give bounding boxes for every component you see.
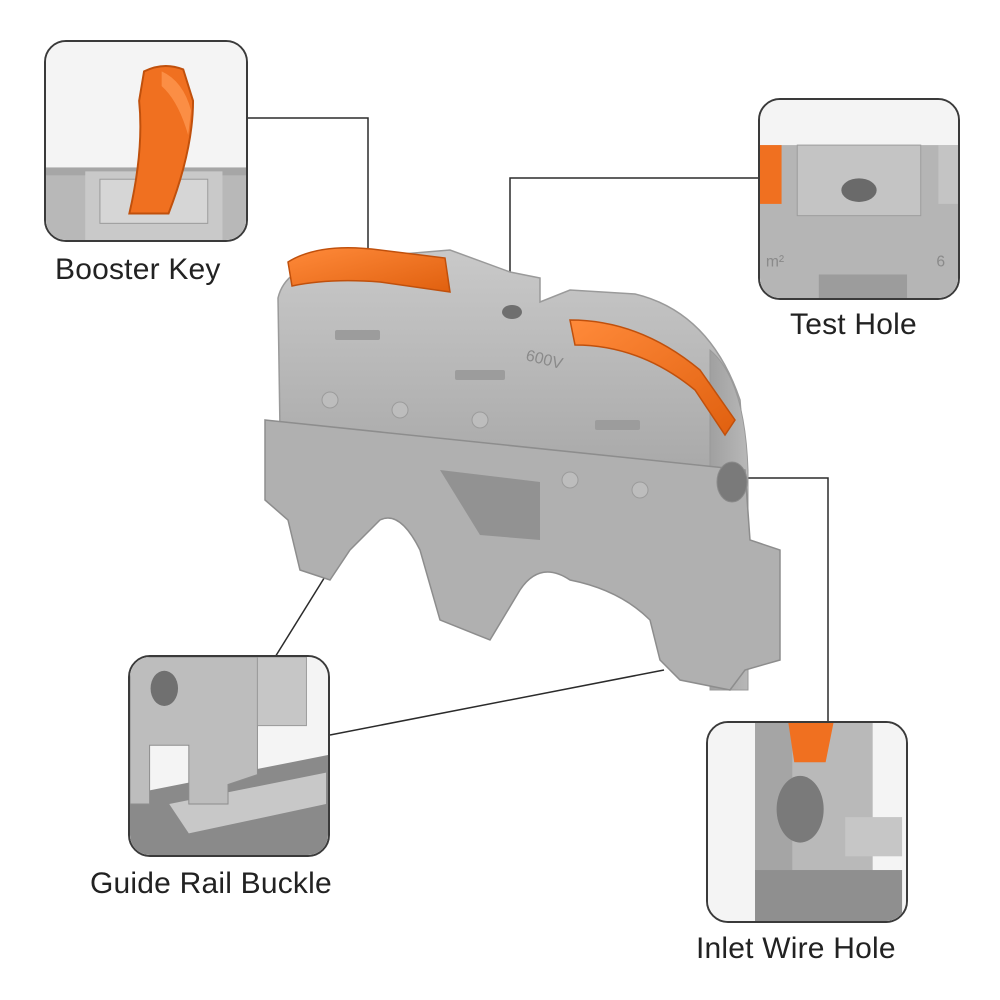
booster-key-closeup-icon <box>46 42 246 240</box>
rivet-2 <box>391 401 409 419</box>
inlet-wire-hole-callout <box>706 721 908 923</box>
inlet-wire-hole-closeup-icon <box>708 723 906 921</box>
marking-slot-1 <box>335 330 380 340</box>
booster-key-label: Booster Key <box>55 253 221 286</box>
rivet-5 <box>631 481 649 499</box>
terminal-connector-image: 600V <box>264 246 781 691</box>
test-hole-callout: m² 6 <box>758 98 960 300</box>
svg-text:m²: m² <box>766 254 784 271</box>
guide-rail-buckle-closeup-icon <box>130 657 328 855</box>
inlet-wire-hole <box>716 461 748 503</box>
guide-rail-buckle-callout <box>128 655 330 857</box>
marking-slot-2 <box>455 370 505 380</box>
rivet-3 <box>471 411 489 429</box>
booster-lever-right <box>569 319 736 437</box>
test-hole-label: Test Hole <box>790 308 917 341</box>
booster-lever-left <box>287 246 451 293</box>
rivet-1 <box>321 391 339 409</box>
test-hole-closeup-icon: m² 6 <box>760 100 958 298</box>
rivet-4 <box>561 471 579 489</box>
guide-rail-buckle-label: Guide Rail Buckle <box>90 867 332 900</box>
test-hole <box>502 305 522 319</box>
rail-slot <box>440 470 540 540</box>
svg-text:6: 6 <box>936 254 945 271</box>
inlet-wire-hole-label: Inlet Wire Hole <box>696 932 896 965</box>
marking-slot-3 <box>595 420 640 430</box>
booster-key-callout <box>44 40 248 242</box>
connector-rail-clip <box>264 419 781 691</box>
